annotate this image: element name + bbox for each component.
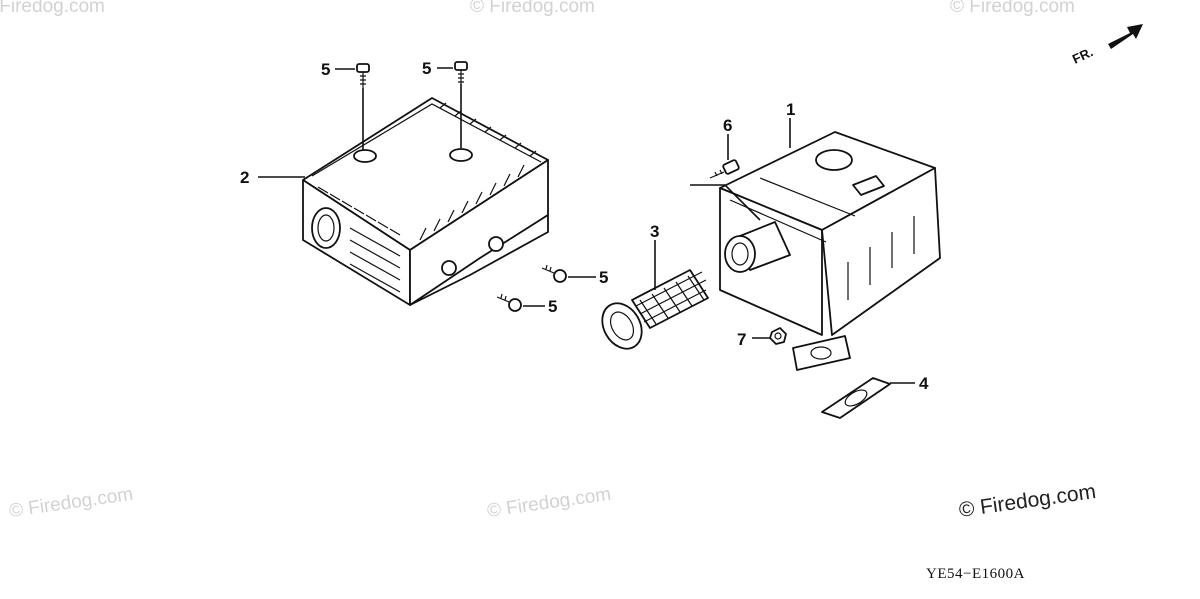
callout-3: 3 <box>650 222 659 241</box>
bolt-icon <box>709 159 740 179</box>
watermark-faded-center: © Firedog.com <box>486 484 613 522</box>
callout-7: 7 <box>737 330 746 349</box>
watermark-faded-top-center: © Firedog.com <box>470 0 595 17</box>
watermark-main: © Firedog.com <box>957 480 1097 522</box>
leader-lines <box>258 67 915 384</box>
screw-top-left-icon <box>356 63 370 88</box>
callout-6: 6 <box>723 116 732 135</box>
watermark-faded-left: © Firedog.com <box>8 484 135 522</box>
front-direction-label: FR. <box>1070 44 1095 66</box>
muffler-protector-drawing <box>302 97 549 306</box>
nut-icon <box>769 327 787 345</box>
diagram-code: YE54−E1600A <box>926 566 1025 582</box>
watermark-faded-top-right: © Firedog.com <box>950 0 1075 17</box>
muffler-gasket-drawing <box>821 377 891 419</box>
callout-5-side-right: 5 <box>599 268 608 287</box>
callout-5-side-lower: 5 <box>548 297 557 316</box>
screw-top-right-icon <box>454 61 468 84</box>
front-direction-marker: FR. <box>1070 24 1143 67</box>
screw-side-right-icon <box>541 264 567 283</box>
front-direction-arrow-icon <box>1108 24 1143 49</box>
watermark-faded-top-left: © Firedog.com <box>0 0 105 17</box>
callout-2: 2 <box>240 168 249 187</box>
callout-5-top-left: 5 <box>321 60 330 79</box>
callout-1: 1 <box>786 100 795 119</box>
muffler-drawing <box>719 131 941 371</box>
screw-side-lower-icon <box>496 293 522 312</box>
callout-4: 4 <box>919 374 929 393</box>
callout-5-top-right: 5 <box>422 59 431 78</box>
spark-arrester-drawing <box>601 269 709 350</box>
